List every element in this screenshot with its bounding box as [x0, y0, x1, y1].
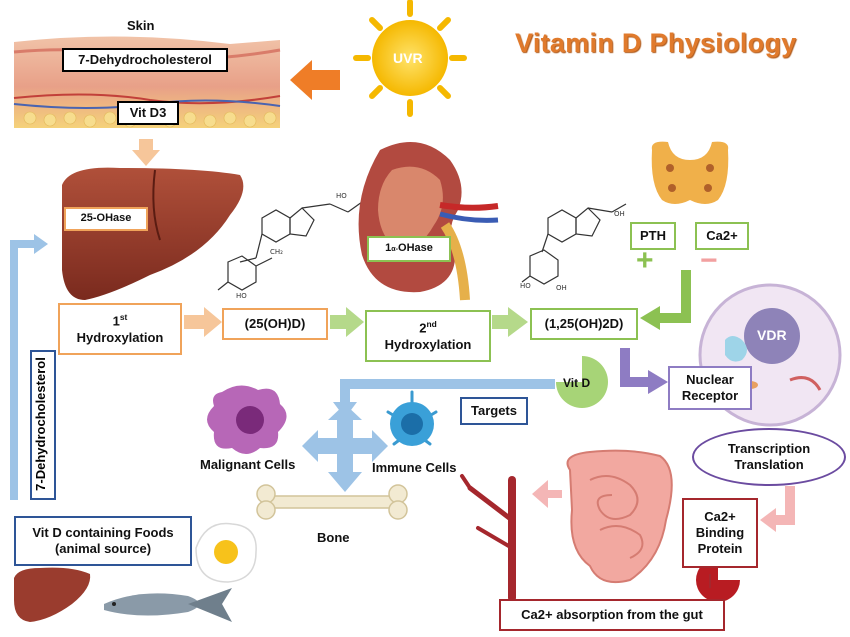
arrow-to-nuclear-receptor [620, 348, 648, 387]
uvr-arrow [290, 60, 340, 100]
skin-to-liver-arrow [132, 139, 160, 166]
sun-icon [353, 0, 467, 117]
first-step-suffix: st [119, 312, 128, 323]
first-step-word: Hydroxylation [76, 329, 164, 345]
calcium-minus-sign: − [700, 244, 718, 277]
metabolite-125ohd-box: (1,25(OH)2D) [530, 308, 638, 340]
small-liver-icon [14, 567, 91, 622]
targets-box: Targets [460, 397, 528, 425]
second-step-word: Hydroxylation [384, 336, 472, 352]
bone-label: Bone [317, 530, 350, 545]
blood-vessel-icon [460, 474, 516, 602]
transcription-ellipse: Transcription Translation [692, 428, 846, 486]
vdr-label: VDR [757, 327, 787, 343]
svg-text:HO: HO [236, 292, 247, 300]
kidney-illustration [358, 142, 499, 301]
chemical-structure-125ohd [521, 203, 627, 285]
svg-text:HO: HO [520, 282, 531, 290]
kidney-enzyme-number: 1 [385, 242, 392, 255]
svg-text:CH₂: CH₂ [270, 248, 283, 256]
pth-to-metabolite-arrow [660, 270, 691, 323]
bone-icon [256, 484, 408, 520]
pth-plus-sign: + [636, 244, 654, 277]
targets-cross-arrow [302, 404, 388, 492]
arrow-to-binding-protein [776, 486, 795, 525]
skin-precursor-box: 7-Dehydrocholesterol [62, 48, 228, 72]
liver-illustration [62, 167, 244, 300]
intestine-illustration [566, 449, 673, 584]
skin-label: Skin [127, 18, 155, 33]
nuclear-receptor-box: Nuclear Receptor [668, 366, 752, 410]
page-title: Vitamin D Physiology [515, 28, 797, 58]
second-hydroxylation-box: 2nd Hydroxylation [365, 310, 491, 362]
chemical-structure-25ohd [217, 201, 363, 291]
pth-box: PTH [630, 222, 676, 250]
fish-icon [104, 588, 232, 622]
arrow-to-targets [340, 379, 555, 402]
malignant-cells-label: Malignant Cells [200, 457, 296, 472]
vitd-pie-icon [556, 356, 608, 408]
vit-d-label: Vit D [563, 376, 591, 390]
svg-text:HO: HO [336, 192, 347, 200]
vit-d3-box: Vit D3 [117, 101, 179, 125]
kidney-enzyme-sup: α- [391, 244, 399, 253]
first-step-number: 1 [112, 313, 120, 329]
calcium-absorption-box: Ca2+ absorption from the gut [499, 599, 725, 631]
second-step-number: 2 [419, 320, 427, 336]
immune-cells-label: Immune Cells [372, 460, 457, 475]
svg-text:OH: OH [614, 210, 625, 218]
parathyroid-illustration [651, 141, 729, 204]
first-hydroxylation-box: 1st Hydroxylation [58, 303, 182, 355]
side-precursor-label: 7-Dehydrocholesterol [33, 357, 48, 491]
arrow-foods-to-liver [10, 240, 34, 500]
calcium-box: Ca2+ [695, 222, 749, 250]
foods-box: Vit D containing Foods (animal source) [14, 516, 192, 566]
liver-enzyme-box: 25-OHase [64, 207, 148, 231]
binding-protein-box: Ca2+ Binding Protein [682, 498, 758, 568]
metabolite-25ohd-box: (25(OH)D) [222, 308, 328, 340]
uvr-label: UVR [393, 50, 423, 66]
egg-icon [195, 522, 257, 583]
second-step-suffix: nd [426, 319, 437, 330]
malignant-cell-icon [207, 385, 287, 454]
binding-protein-pie-icon [696, 558, 740, 602]
arrow-gut-to-blood [532, 480, 562, 508]
side-precursor-box [30, 350, 56, 500]
immune-cell-icon [386, 390, 438, 446]
arrow-hydroxylation-2 [492, 307, 528, 337]
arrow-hydroxylation-1 [184, 307, 222, 337]
kidney-enzyme-suffix: OHase [398, 242, 433, 255]
svg-text:OH: OH [556, 284, 567, 292]
arrow-to-kidney [330, 307, 364, 337]
